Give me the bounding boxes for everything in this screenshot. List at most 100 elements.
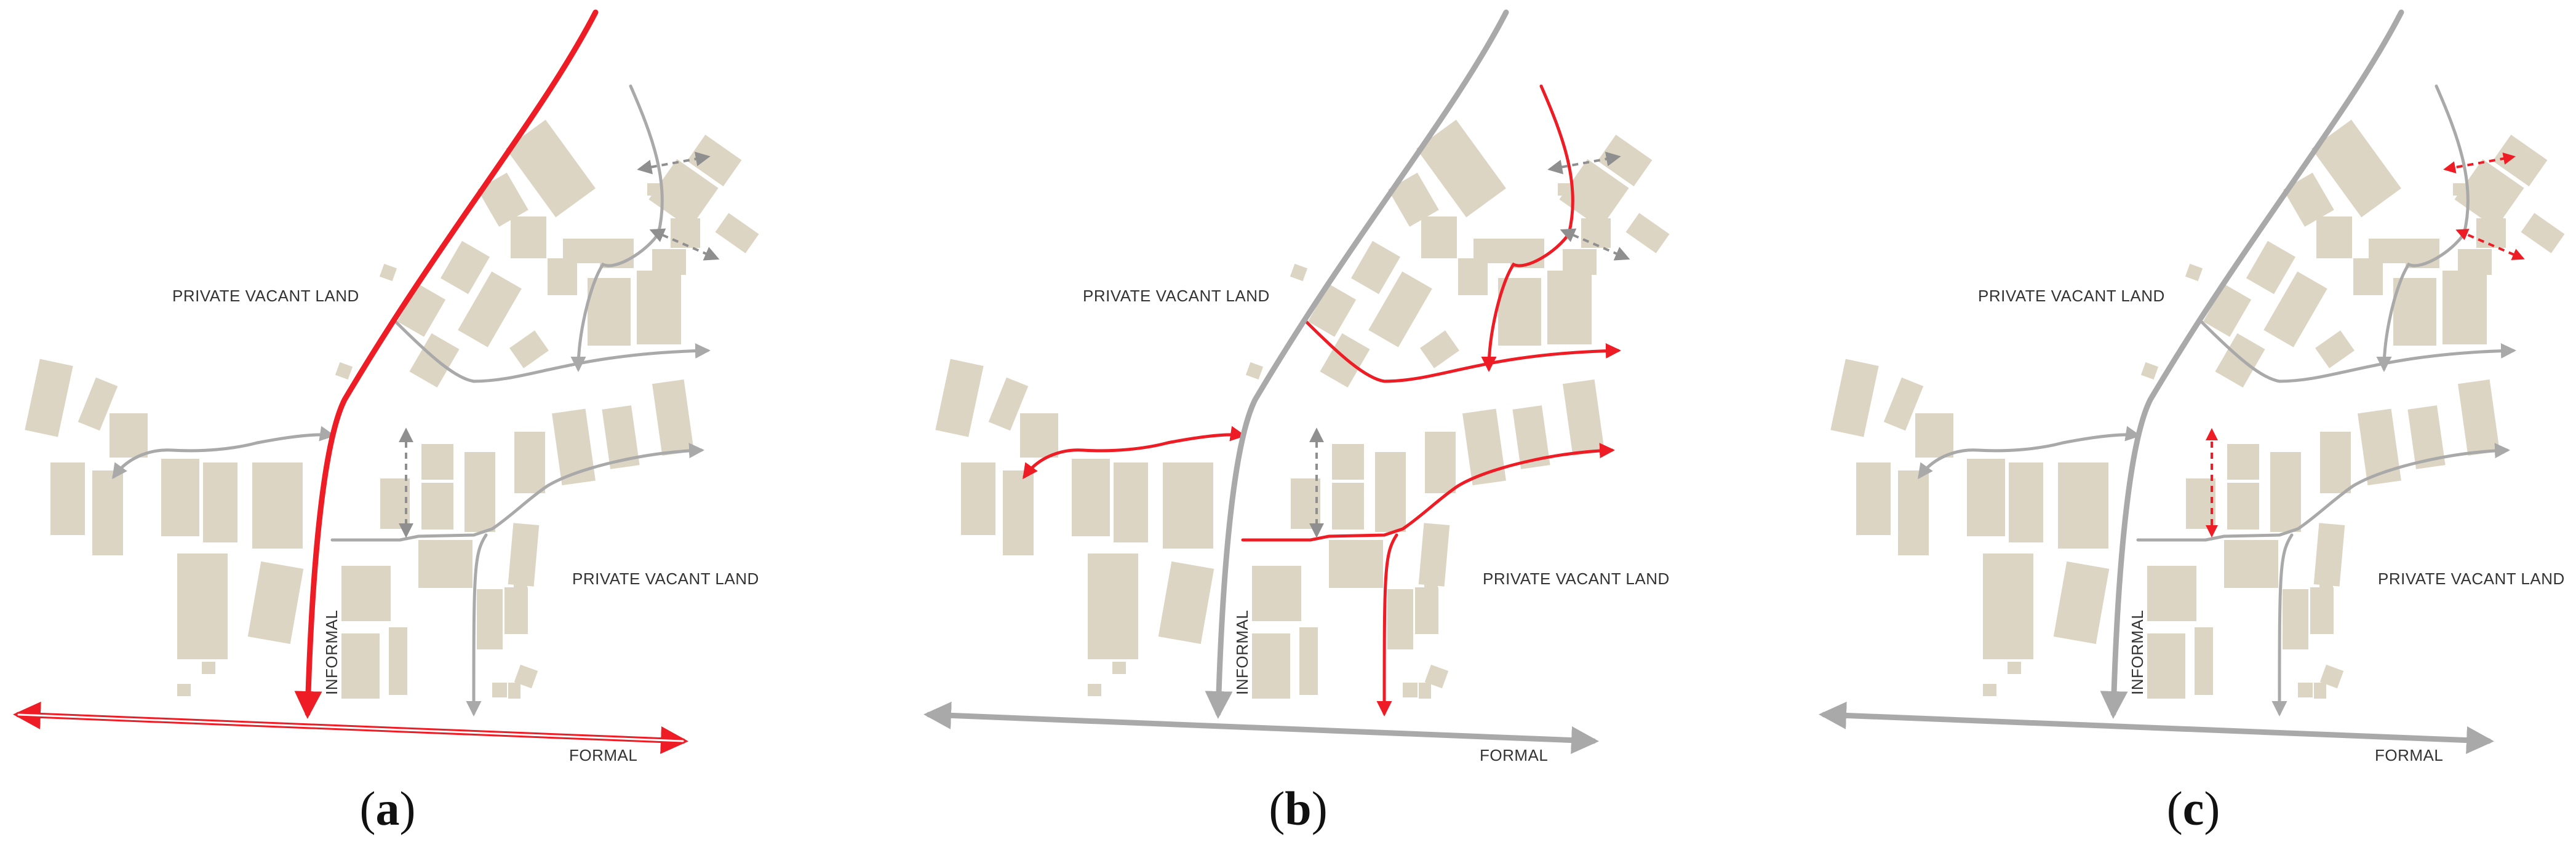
building	[1329, 540, 1383, 588]
building	[202, 662, 215, 674]
building	[514, 432, 545, 493]
informal-road	[1205, 9, 1509, 719]
building	[2314, 683, 2326, 699]
building	[2492, 135, 2548, 186]
building	[389, 627, 407, 695]
building	[1625, 213, 1670, 253]
label-informal: INFORMAL	[1233, 610, 1251, 695]
building	[421, 483, 453, 530]
building	[1563, 379, 1605, 456]
building	[247, 561, 304, 645]
secondary-path-south-spur	[466, 533, 488, 716]
building	[509, 330, 549, 368]
building	[465, 452, 495, 532]
building	[2442, 271, 2487, 344]
alley-east	[1560, 228, 1630, 261]
label-formal: FORMAL	[2375, 746, 2443, 764]
label-private-vacant-land-north: PRIVATE VACANT LAND	[1978, 287, 2165, 305]
building	[1350, 240, 1401, 295]
building	[2407, 405, 2446, 469]
building	[341, 566, 391, 621]
label-private-vacant-land-south: PRIVATE VACANT LAND	[2378, 569, 2565, 588]
building	[1419, 683, 1431, 699]
building	[647, 183, 660, 196]
building	[2316, 216, 2352, 258]
label-private-vacant-land-north: PRIVATE VACANT LAND	[1083, 287, 1270, 305]
alley-north	[637, 151, 711, 175]
caption-paren-close: )	[2204, 782, 2220, 835]
building	[177, 684, 191, 696]
building	[1856, 462, 1891, 535]
building	[25, 359, 73, 437]
building	[1473, 239, 1510, 263]
secondary-paths	[1918, 84, 2516, 716]
caption-paren-open: (	[359, 782, 376, 835]
informal-road	[2100, 9, 2404, 719]
alleys	[1309, 151, 1630, 538]
building	[2298, 683, 2313, 697]
alleys	[2206, 153, 2525, 538]
building	[1559, 159, 1629, 229]
secondary-paths	[1023, 84, 1621, 716]
buildings	[935, 119, 1670, 699]
building	[2147, 633, 2185, 699]
secondary-path-west	[1023, 426, 1246, 480]
building	[1320, 333, 1370, 388]
building	[1020, 413, 1058, 458]
building	[1332, 483, 1364, 530]
label-formal: FORMAL	[569, 746, 637, 764]
building	[492, 683, 507, 697]
site-map-panel-c: PRIVATE VACANT LAND PRIVATE VACANT LAND …	[1819, 9, 2565, 764]
building	[2320, 432, 2351, 493]
building	[1458, 258, 1488, 295]
secondary-path-west	[1918, 426, 2141, 480]
building	[409, 333, 460, 388]
panel-caption-b: (b)	[1206, 781, 1390, 836]
building	[1332, 444, 1364, 480]
building	[687, 135, 742, 186]
building	[1558, 183, 1570, 196]
building	[1252, 566, 1301, 621]
building	[2393, 278, 2436, 346]
building	[2458, 379, 2500, 456]
building	[2215, 333, 2265, 388]
building	[652, 249, 686, 275]
building	[421, 444, 453, 480]
building	[78, 377, 118, 431]
secondary-path-south	[1241, 443, 1615, 542]
building	[2319, 664, 2344, 689]
building	[2476, 218, 2506, 248]
building	[2227, 483, 2259, 530]
panel-caption-a: (a)	[295, 781, 480, 836]
building	[1252, 633, 1290, 699]
building	[1307, 284, 1357, 337]
building	[1418, 523, 1450, 587]
secondary-path-north	[2198, 318, 2516, 383]
building	[1498, 278, 1541, 346]
formal-road	[1819, 701, 2494, 754]
building	[1915, 413, 1953, 458]
formal-road-inner	[17, 713, 684, 742]
building	[2353, 258, 2383, 295]
alleys	[399, 151, 720, 538]
label-private-vacant-land-south: PRIVATE VACANT LAND	[572, 569, 759, 588]
building	[161, 459, 199, 536]
alley-north	[2443, 153, 2516, 173]
building	[1547, 271, 1592, 344]
site-map-panel-a: PRIVATE VACANT LAND PRIVATE VACANT LAND …	[13, 9, 759, 764]
building	[2315, 330, 2355, 368]
building	[1158, 561, 1214, 645]
building	[2369, 239, 2406, 263]
building	[1898, 470, 1929, 555]
building	[637, 271, 681, 344]
secondary-path-north	[1302, 318, 1621, 383]
building	[2008, 662, 2021, 674]
building	[2283, 589, 2308, 649]
building	[1290, 263, 1308, 282]
panel-caption-c: (c)	[2101, 781, 2286, 836]
building	[458, 271, 522, 347]
alley-east	[2455, 229, 2525, 260]
building	[1424, 575, 1438, 589]
building	[1967, 459, 2005, 536]
building	[2454, 159, 2524, 229]
